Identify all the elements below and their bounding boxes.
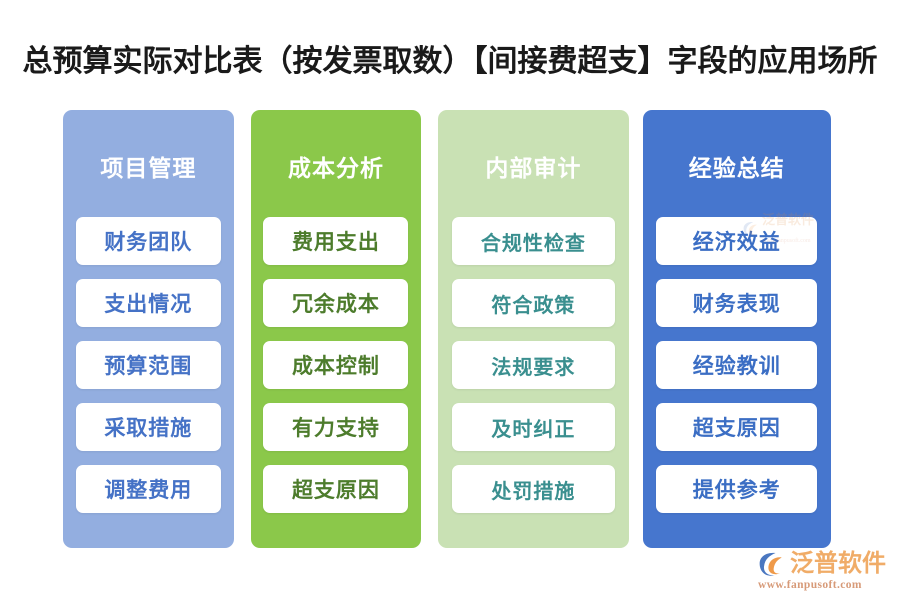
list-item[interactable]: 费用支出 <box>263 217 409 265</box>
column-card-list: 财务团队 支出情况 预算范围 采取措施 调整费用 <box>63 217 234 513</box>
list-item[interactable]: 合规性检查 <box>451 217 615 265</box>
list-item[interactable]: 支出情况 <box>75 279 221 327</box>
list-item[interactable]: 调整费用 <box>75 465 221 513</box>
column-header: 成本分析 <box>287 156 384 181</box>
list-item[interactable]: 处罚措施 <box>451 465 615 513</box>
column-card-list: 费用支出 冗余成本 成本控制 有力支持 超支原因 <box>251 217 422 513</box>
list-item[interactable]: 符合政策 <box>451 279 615 327</box>
category-column-experience-summary[interactable]: 经验总结 经济效益 财务表现 经验教训 超支原因 提供参考 <box>642 110 831 548</box>
logo-url: www.fanpusoft.com <box>758 579 862 591</box>
list-item[interactable]: 经验教训 <box>656 341 818 389</box>
list-item[interactable]: 法规要求 <box>451 341 615 389</box>
list-item[interactable]: 超支原因 <box>656 403 818 451</box>
list-item[interactable]: 有力支持 <box>263 403 409 451</box>
column-card-list: 合规性检查 符合政策 法规要求 及时纠正 处罚措施 <box>438 217 628 513</box>
list-item[interactable]: 预算范围 <box>75 341 221 389</box>
category-column-internal-audit[interactable]: 内部审计 合规性检查 符合政策 法规要求 及时纠正 处罚措施 <box>438 110 629 548</box>
list-item[interactable]: 经济效益 <box>656 217 818 265</box>
list-item[interactable]: 提供参考 <box>656 465 818 513</box>
page-title: 总预算实际对比表（按发票取数）【间接费超支】字段的应用场所 <box>22 45 878 78</box>
column-header: 项目管理 <box>100 156 197 181</box>
column-card-list: 经济效益 财务表现 经验教训 超支原因 提供参考 <box>643 217 831 513</box>
column-header: 内部审计 <box>485 156 582 181</box>
list-item[interactable]: 财务团队 <box>75 217 221 265</box>
category-column-project-management[interactable]: 项目管理 财务团队 支出情况 预算范围 采取措施 调整费用 <box>63 110 234 548</box>
list-item[interactable]: 采取措施 <box>75 403 221 451</box>
logo-wordmark: 泛普软件 <box>790 550 886 577</box>
fanpu-logo-icon <box>757 551 787 578</box>
list-item[interactable]: 及时纠正 <box>451 403 615 451</box>
logo-row: 泛普软件 <box>757 550 897 578</box>
list-item[interactable]: 成本控制 <box>263 341 409 389</box>
category-column-cost-analysis[interactable]: 成本分析 费用支出 冗余成本 成本控制 有力支持 超支原因 <box>250 110 422 548</box>
list-item[interactable]: 财务表现 <box>656 279 818 327</box>
category-columns: 项目管理 财务团队 支出情况 预算范围 采取措施 调整费用 成本分析 费用支出 … <box>63 110 831 548</box>
list-item[interactable]: 冗余成本 <box>263 279 409 327</box>
brand-logo: 泛普软件 www.fanpusoft.com <box>757 550 897 594</box>
column-header: 经验总结 <box>688 156 785 181</box>
list-item[interactable]: 超支原因 <box>263 465 409 513</box>
